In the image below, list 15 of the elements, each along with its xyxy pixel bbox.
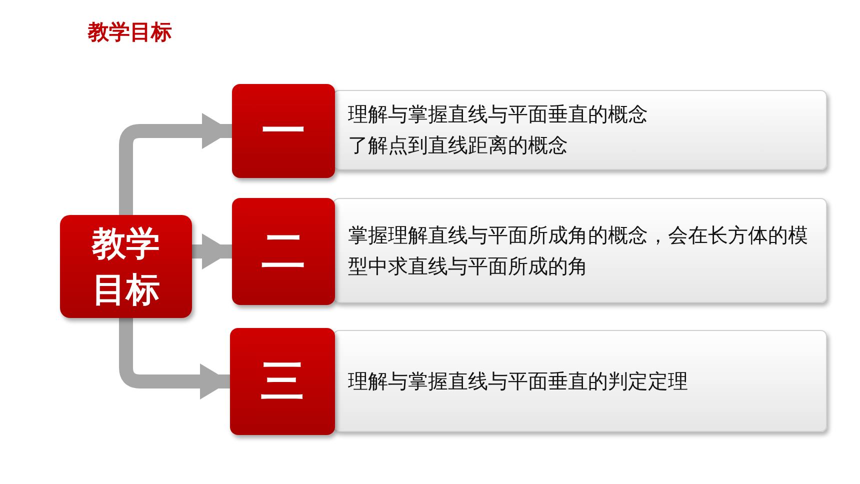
number-box: 二 (232, 198, 335, 305)
objective-card (333, 90, 827, 170)
objective-text: 掌握理解直线与平面所成角的概念，会在长方体的模型中求直线与平面所成的角 (348, 222, 809, 280)
objective-card (333, 330, 827, 432)
title: 教学目标 (88, 19, 172, 46)
objective-text: 理解与掌握直线与平面垂直的概念 (348, 101, 649, 128)
objective-text: 理解与掌握直线与平面垂直的判定定理 (348, 368, 689, 394)
number-box: 三 (230, 328, 335, 435)
objective-card (333, 198, 827, 303)
objective-text: 了解点到直线距离的概念 (348, 132, 569, 159)
number-box: 一 (232, 84, 335, 178)
arrow (119, 318, 230, 400)
arrow (119, 113, 232, 215)
arrow (192, 234, 232, 270)
topic-box: 教学目标 (60, 215, 192, 318)
